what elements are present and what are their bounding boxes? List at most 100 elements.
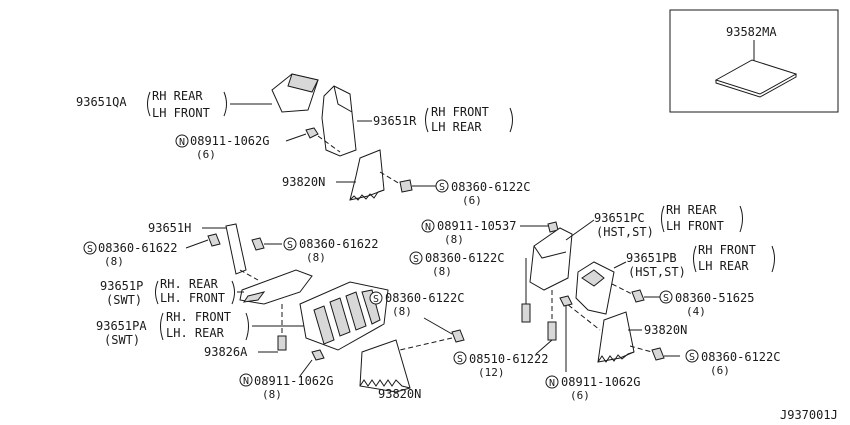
part-93651pa-rib3 (345, 291, 367, 331)
dash-screw-top (379, 171, 401, 185)
leader-screw-mid2 (423, 317, 453, 335)
label-93651qa: 93651QA (76, 95, 127, 109)
qty-08911-1062g-br: (6) (570, 389, 590, 402)
label-93651r: 93651R (373, 114, 417, 128)
mudflap-bl (359, 339, 411, 393)
qty-08911-1062g-bl: (8) (262, 388, 282, 401)
label-93651pc-hst: (HST,ST) (596, 225, 654, 239)
nut-bl (311, 349, 325, 361)
bracket-93651pb (693, 245, 697, 273)
leader-screw-left (185, 239, 209, 249)
nut-symbol-br (545, 375, 559, 389)
bracket-93651pa-close (245, 312, 249, 341)
label-93651r-b: LH REAR (431, 120, 482, 134)
nut-symbol-br-top (421, 219, 435, 233)
nut-top (305, 127, 319, 139)
part-93651pb (575, 261, 615, 315)
label-08911-1062g-br: 08911-1062G (561, 375, 640, 389)
label-93651pa-a: RH. FRONT (166, 310, 231, 324)
nut-symbol-top-letter: N (179, 137, 185, 148)
mudflap-r-teeth (597, 351, 635, 363)
part-93651pc (529, 227, 573, 291)
label-93651r-a: RH FRONT (431, 105, 489, 119)
mudflap-top-teeth (349, 189, 385, 201)
label-93651pc: 93651PC (594, 211, 645, 225)
label-93820n-top: 93820N (282, 175, 325, 189)
qty-08360-61622-mid: (8) (306, 251, 326, 264)
label-93651pa-b: LH. REAR (166, 326, 225, 340)
qty-08360-6122c-mid: (8) (392, 305, 412, 318)
bracket-93651pc (661, 205, 665, 233)
mudflap-r (597, 311, 635, 363)
screw-r2 (651, 347, 665, 361)
leader-93651pb (613, 261, 627, 269)
mudflap-bl-teeth (359, 379, 411, 389)
label-93826a: 93826A (204, 345, 248, 359)
label-08911-1062g-bl: 08911-1062G (254, 374, 333, 388)
label-93651qa-b: LH FRONT (152, 106, 210, 120)
leader-93651pc (565, 219, 595, 241)
floor-mat-edge (715, 74, 797, 98)
leader-bolt-61222 (535, 339, 553, 355)
label-93651p: 93651P (100, 279, 143, 293)
mudflap-top (349, 149, 385, 201)
part-93651p-tip (242, 291, 266, 303)
top-group: 93651QA RH REAR LH FRONT 93651R RH FRONT… (76, 73, 530, 207)
screw-symbol-mid (283, 237, 297, 251)
part-93651pa-rib1 (313, 305, 335, 345)
bracket-93651pb-close (771, 245, 775, 273)
label-93820n-bl: 93820N (378, 387, 421, 401)
screw-symbol-left (83, 241, 97, 255)
label-93651p-a: RH. REAR (160, 277, 219, 291)
screw-mid2 (451, 329, 465, 343)
label-93651pb-b: LH REAR (698, 259, 749, 273)
screw-symbol-r1-letter: S (413, 254, 419, 265)
screw-top (399, 179, 413, 193)
label-93651pc-b: LH FRONT (666, 219, 724, 233)
dash-screw-mid2 (399, 337, 453, 351)
screw-symbol-mid-letter: S (287, 240, 293, 251)
part-93651pa-rib2 (329, 297, 351, 337)
label-08911-10537: 08911-10537 (437, 219, 516, 233)
label-93651pb: 93651PB (626, 251, 677, 265)
label-93651pa-swt: (SWT) (104, 333, 140, 347)
label-08911-1062g-top: 08911-1062G (190, 134, 269, 148)
bolt-93826a (277, 335, 287, 351)
bracket-93651p-close (231, 280, 235, 305)
label-93651pb-a: RH FRONT (698, 243, 756, 257)
label-93651h: 93651H (148, 221, 191, 235)
label-93651pb-hst: (HST,ST) (628, 265, 686, 279)
qty-08360-61622-left: (8) (104, 255, 124, 268)
qty-08510-61222: (12) (478, 366, 505, 379)
screw-symbol-mid2 (369, 291, 383, 305)
label-93651p-b: LH. FRONT (160, 291, 225, 305)
screw-symbol-top-letter: S (439, 182, 445, 193)
dash-93651h (239, 269, 259, 281)
nut-symbol-br-top-letter: N (425, 222, 431, 233)
part-93651pa-rib4 (361, 289, 381, 325)
nut-symbol-top (175, 134, 189, 148)
label-93651pa: 93651PA (96, 319, 147, 333)
dash-screw-r2 (629, 345, 653, 353)
bracket-93651p (155, 280, 159, 305)
nut-symbol-bl (239, 373, 253, 387)
part-93651r-fold (333, 85, 353, 113)
screw-symbol-51625-letter: S (663, 293, 669, 304)
leader-nut-bl (299, 359, 313, 377)
screw-symbol-61222-letter: S (457, 354, 463, 365)
qty-08360-6122c-r2: (6) (710, 364, 730, 377)
label-08360-6122c-r1: 08360-6122C (425, 251, 504, 265)
label-93651pc-a: RH REAR (666, 203, 717, 217)
label-08510-61222: 08510-61222 (469, 352, 548, 366)
part-93651pb-face (581, 269, 605, 287)
label-08360-51625: 08360-51625 (675, 291, 754, 305)
bracket-93651qa (147, 91, 151, 117)
label-08360-61622-mid: 08360-61622 (299, 237, 378, 251)
screw-symbol-61222 (453, 351, 467, 365)
part-93651pc-fold (533, 245, 567, 259)
label-93651p-swt: (SWT) (106, 293, 142, 307)
screw-symbol-top (435, 179, 449, 193)
bracket-93651r-close (509, 107, 513, 133)
bracket-93651h-part (225, 223, 247, 275)
bracket-93651r (425, 107, 429, 133)
